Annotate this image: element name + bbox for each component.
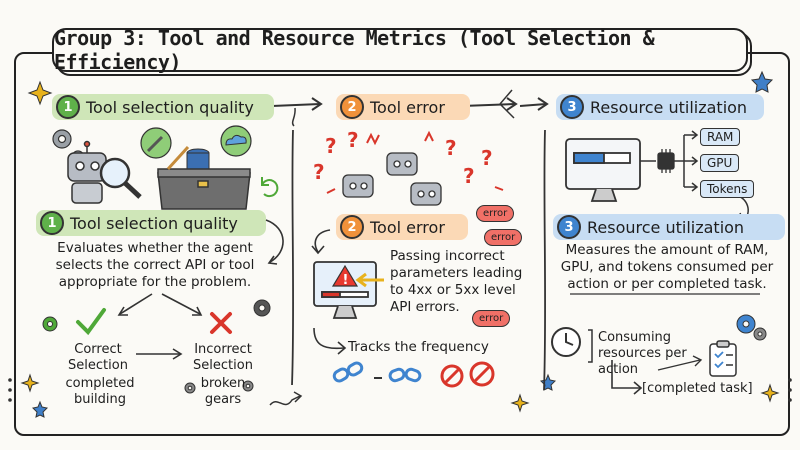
gear-icon	[253, 299, 271, 317]
tool-selection-subheader-label: Tool selection quality	[70, 213, 238, 233]
warning-icon: !	[331, 264, 359, 288]
tool-selection-illustration	[52, 125, 279, 210]
section-number: 3	[557, 215, 581, 239]
toolbox-icon	[157, 145, 251, 210]
error-tag: error	[476, 205, 515, 222]
gear-icon	[184, 380, 254, 394]
selection-outcomes-graphic	[42, 293, 271, 394]
tool-selection-header-label: Tool selection quality	[86, 97, 254, 117]
confused-robots-illustration: ??? ???	[313, 128, 504, 206]
section-number: 3	[560, 95, 584, 119]
refresh-icon	[261, 177, 279, 198]
gear-icon	[42, 316, 58, 332]
robot-icon	[67, 140, 107, 204]
clock-icon	[551, 327, 581, 357]
database-icon	[186, 148, 210, 170]
magnifier-icon	[99, 157, 142, 199]
error-monitor-graphic: !	[311, 229, 384, 355]
tool-selection-subheader: 1 Tool selection quality	[36, 210, 266, 236]
section-number: 2	[340, 215, 364, 239]
svg-text:?: ?	[463, 164, 475, 188]
tool-selection-description: Evaluates whether the agent selects the …	[55, 240, 255, 290]
tracks-frequency-label: Tracks the frequency	[348, 339, 489, 355]
incorrect-selection-sub: broken gears	[200, 376, 246, 407]
cloud-icon	[220, 125, 252, 157]
resource-subheader-label: Resource utilization	[587, 217, 745, 237]
ram-label: RAM	[700, 128, 741, 146]
correct-selection-sub: completed building	[65, 376, 135, 407]
section-number: 1	[40, 211, 64, 235]
clipboard-icon	[709, 340, 737, 377]
resource-subheader: 3 Resource utilization	[553, 214, 785, 240]
resource-header: 3 Resource utilization	[556, 94, 764, 120]
correct-selection-label: Correct Selection	[68, 342, 128, 373]
tool-error-header: 2 Tool error	[336, 94, 470, 120]
svg-text:?: ?	[347, 128, 359, 152]
broken-chain-icon	[332, 361, 364, 383]
curved-arrow	[265, 219, 284, 265]
monitor-icon	[565, 138, 641, 202]
tool-error-description: Passing incorrect parameters leading to …	[390, 248, 523, 315]
tool-selection-header: 1 Tool selection quality	[52, 94, 274, 120]
resource-timeline-graphic	[551, 293, 767, 395]
error-tag: error	[472, 310, 511, 327]
wrench-icon	[140, 127, 172, 159]
svg-text:?: ?	[445, 136, 457, 160]
tokens-label: Tokens	[700, 180, 755, 198]
resource-header-label: Resource utilization	[590, 97, 748, 117]
section-number: 2	[340, 95, 364, 119]
tool-error-subheader: 2 Tool error	[336, 214, 468, 240]
svg-text:?: ?	[313, 160, 325, 184]
per-action-label: Consuming resources per action	[598, 330, 687, 377]
chip-icon	[657, 149, 675, 173]
svg-text:?: ?	[481, 146, 493, 170]
cross-icon	[210, 312, 232, 334]
tool-error-subheader-label: Tool error	[370, 217, 445, 237]
svg-text:?: ?	[325, 134, 337, 158]
no-entry-icon	[440, 361, 495, 388]
incorrect-selection-label: Incorrect Selection	[193, 342, 253, 373]
tool-error-header-label: Tool error	[370, 97, 445, 117]
section-number: 1	[56, 95, 80, 119]
page-title: Group 3: Tool and Resource Metrics (Tool…	[52, 26, 748, 74]
resource-description: Measures the amount of RAM, GPU, and tok…	[560, 242, 774, 292]
broken-chain-icon	[388, 367, 422, 383]
error-symbols-row	[332, 361, 495, 388]
gear-icon	[736, 314, 767, 341]
error-tag: error	[484, 229, 523, 246]
check-icon	[76, 308, 106, 336]
gpu-label: GPU	[700, 154, 740, 172]
completed-task-label: [completed task]	[642, 381, 753, 396]
svg-text:!: !	[343, 273, 349, 288]
robot-icon	[342, 152, 442, 206]
